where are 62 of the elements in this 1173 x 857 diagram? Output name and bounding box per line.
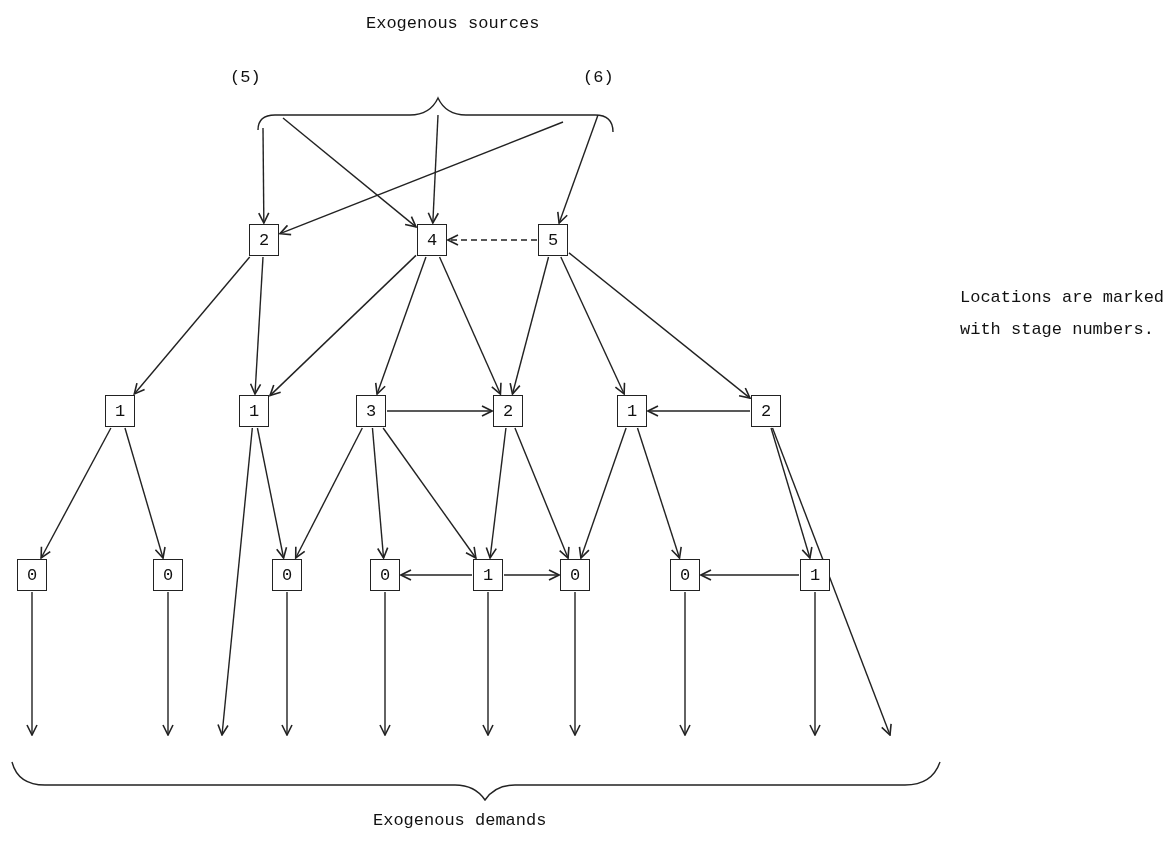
arrow (282, 117, 417, 228)
stage-box: 0 (153, 559, 183, 591)
arrow (374, 256, 427, 395)
arrow (568, 252, 751, 399)
arrow (294, 427, 363, 559)
arrow (679, 591, 691, 736)
arrow (509, 256, 550, 395)
arrow (771, 427, 892, 736)
arrow (482, 591, 494, 736)
arrow (217, 427, 253, 736)
stage-box: 0 (670, 559, 700, 591)
stage-box: 1 (800, 559, 830, 591)
arrow (578, 427, 627, 559)
stage-box: 3 (356, 395, 386, 427)
arrow (162, 591, 174, 736)
stage-box: 0 (272, 559, 302, 591)
arrow (40, 427, 112, 559)
arrow (427, 114, 440, 224)
arrow (447, 234, 538, 246)
stage-box: 1 (617, 395, 647, 427)
stage-box: 0 (17, 559, 47, 591)
arrow (560, 256, 626, 395)
arrow (386, 405, 493, 417)
arrow (700, 569, 800, 581)
source-number: (5) (230, 67, 261, 89)
stage-box: 0 (370, 559, 400, 591)
source-number: (6) (583, 67, 614, 89)
arrow (514, 427, 570, 559)
stage-box: 4 (417, 224, 447, 256)
arrow (256, 427, 288, 559)
stage-box: 2 (493, 395, 523, 427)
stage-box: 1 (105, 395, 135, 427)
arrow (133, 256, 251, 395)
arrow (503, 569, 560, 581)
stage-box: 1 (239, 395, 269, 427)
arrow (770, 427, 813, 559)
arrow (281, 591, 293, 736)
arrow (279, 121, 564, 236)
heading-text: Exogenous demands (373, 810, 547, 832)
stage-box: 2 (249, 224, 279, 256)
arrow (809, 591, 821, 736)
heading-text: Exogenous sources (366, 13, 540, 35)
arrow (438, 256, 502, 395)
arrow (371, 427, 389, 559)
arrow (257, 127, 270, 224)
stage-box: 0 (560, 559, 590, 591)
note-text: Locations are marked with stage numbers. (960, 287, 1165, 342)
arrow (26, 591, 38, 736)
arrow (485, 427, 507, 559)
arrow (557, 114, 599, 224)
stage-box: 2 (751, 395, 781, 427)
stage-box: 5 (538, 224, 568, 256)
arrow (569, 591, 581, 736)
arrow (382, 427, 477, 559)
arrow (636, 427, 682, 559)
arrow (269, 254, 417, 397)
arrow (400, 569, 473, 581)
stage-box: 1 (473, 559, 503, 591)
arrow (249, 256, 264, 395)
arrow (647, 405, 751, 417)
arrow (124, 427, 166, 559)
arrow (379, 591, 391, 736)
